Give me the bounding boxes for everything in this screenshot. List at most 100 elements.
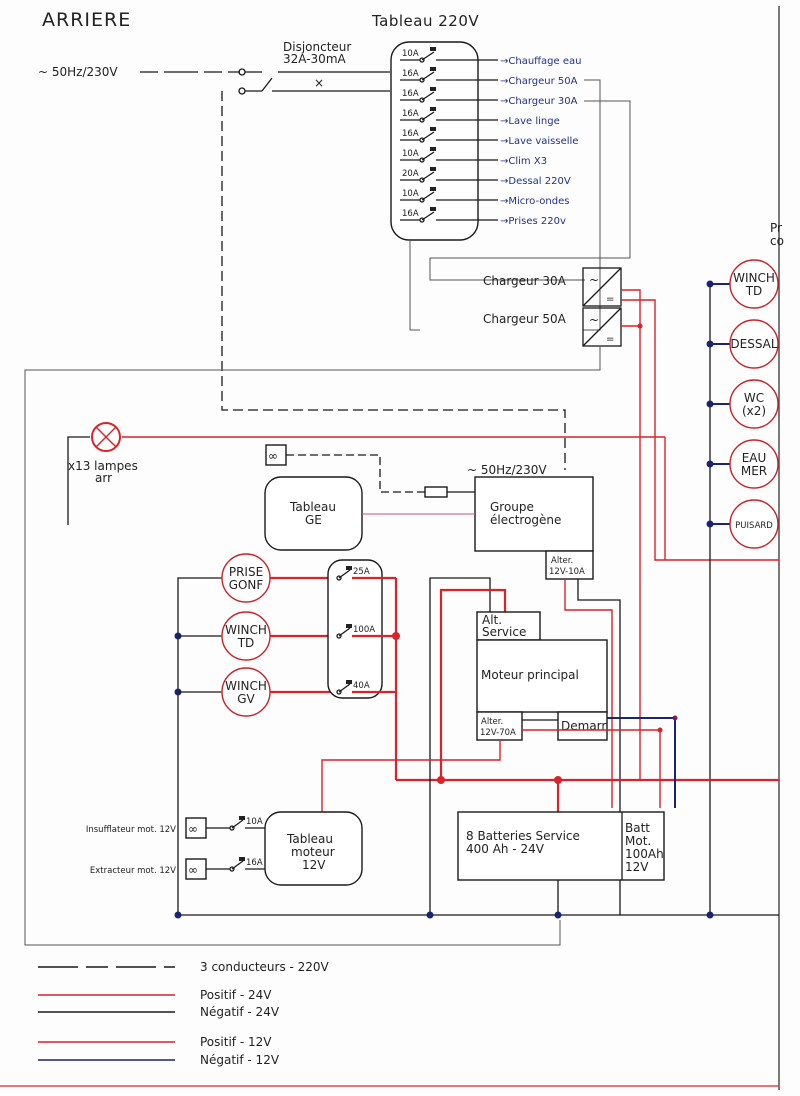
main-engine-label: Moteur principal xyxy=(481,668,579,682)
engine-alt-positive xyxy=(439,588,507,780)
circuit-toggle-icon xyxy=(430,67,436,71)
right-consumer-circle xyxy=(729,259,779,309)
circuit-toggle-icon xyxy=(430,207,436,211)
batteries-service-1: 8 Batteries Service xyxy=(466,829,580,843)
charger-50a-label: Chargeur 50A xyxy=(483,312,567,326)
fan-label: Insufflateur mot. 12V xyxy=(86,825,176,835)
generator-box xyxy=(474,476,594,552)
charger-30a-box xyxy=(582,267,622,307)
engine-panel-2: moteur xyxy=(291,845,335,859)
consumer-junction xyxy=(706,520,714,528)
fan-switch xyxy=(231,860,244,870)
charger-50a-dc-icon: = xyxy=(606,334,614,345)
circuit-label: →Clim X3 xyxy=(500,156,547,167)
circuit-rating: 20A xyxy=(402,169,419,179)
engine-panel-box xyxy=(264,811,363,886)
breaker-contact xyxy=(336,689,342,695)
circuit-switch xyxy=(421,191,435,201)
left-consumer-line1: WINCH xyxy=(225,623,267,637)
legend-label: Positif - 24V xyxy=(200,988,272,1002)
breaker-switch xyxy=(338,683,351,693)
batteries-engine-4: 12V xyxy=(625,860,649,874)
right-consumer-line1: DESSAL xyxy=(730,337,777,351)
batteries-box xyxy=(457,811,665,881)
breaker-rating: 40A xyxy=(353,681,370,691)
breaker-rating: 100A xyxy=(353,625,375,635)
circuit-label: →Prises 220v xyxy=(500,216,566,227)
shore-to-generator-line xyxy=(221,91,566,470)
engine-panel-3: 12V xyxy=(302,858,326,872)
charger-30a-label: Chargeur 30A xyxy=(483,274,567,288)
batteries-engine-1: Batt xyxy=(625,821,650,835)
fan-label: Extracteur mot. 12V xyxy=(90,866,176,876)
circuit-switch xyxy=(421,151,435,161)
charger-50a-ac-icon: ~ xyxy=(589,313,599,327)
right-consumer-circle xyxy=(729,499,779,549)
right-consumer-line2: MER xyxy=(741,464,767,478)
circuit-label: →Chargeur 50A xyxy=(500,76,578,87)
charger-30a-ac-icon: ~ xyxy=(589,273,599,287)
circuit-toggle-icon xyxy=(430,87,436,91)
generator-fan-icon: ∞ xyxy=(268,449,278,463)
circuit-switch xyxy=(421,71,435,81)
circuit-switch xyxy=(421,111,435,121)
circuit-toggle-icon xyxy=(430,187,436,191)
ge-panel-line-1: Tableau xyxy=(289,500,336,514)
right-consumer-line1: PUISARD xyxy=(735,521,773,531)
alt-service-box xyxy=(476,611,541,641)
main-panel-title: Tableau 220V xyxy=(371,12,479,30)
neutral-terminal xyxy=(238,87,246,95)
neg-junction-d xyxy=(174,911,182,919)
legend-label: Négatif - 12V xyxy=(200,1053,280,1067)
neg-junction-c xyxy=(706,911,714,919)
charger-50a-box xyxy=(582,307,622,347)
left-positive-junction xyxy=(392,632,400,640)
charger-30a-dc-icon: = xyxy=(606,294,614,305)
main-engine-box xyxy=(476,639,608,713)
circuit-switch xyxy=(421,51,435,61)
fan-icon: ∞ xyxy=(188,822,198,836)
generator-alternator-box xyxy=(545,550,594,580)
engine-alt-1: Alter. xyxy=(481,717,503,727)
left-consumer-line1: WINCH xyxy=(225,679,267,693)
gen-alt-negative xyxy=(577,579,621,915)
consumer-junction xyxy=(706,340,714,348)
fan-rating: 16A xyxy=(246,858,263,868)
circuit-switch xyxy=(421,91,435,101)
engine-alt-2: 12V-70A xyxy=(480,728,516,738)
right-consumer-line2: (x2) xyxy=(742,404,766,418)
batteries-engine-3: 100Ah xyxy=(625,847,664,861)
breaker-label-1: Disjoncteur xyxy=(283,40,351,54)
starter-negative xyxy=(607,717,676,808)
fan-toggle-icon xyxy=(239,857,245,861)
alt-junction xyxy=(657,727,663,733)
breaker-contact xyxy=(336,633,342,639)
batteries-engine-2: Mot. xyxy=(625,834,651,848)
right-cut-label-2: co xyxy=(770,234,784,248)
batteries-service-2: 400 Ah - 24V xyxy=(466,842,545,856)
starter-box xyxy=(557,711,608,741)
consumer-junction xyxy=(706,280,714,288)
lamps-negative xyxy=(67,436,90,525)
circuit-contact xyxy=(419,217,425,223)
ge-panel-line-2: GE xyxy=(305,513,322,527)
fan-rating: 10A xyxy=(246,817,263,827)
alt-service-1: Alt. xyxy=(482,613,502,627)
right-cut-label-1: Pr xyxy=(770,221,782,235)
starter-label: Demarr xyxy=(561,719,606,733)
starter-junction xyxy=(672,715,678,721)
circuit-label: →Lave linge xyxy=(500,116,560,127)
engine-fans: Insufflateur mot. 12V ∞ 10A Extracteur mot.… xyxy=(86,816,265,880)
lamps-label-2: arr xyxy=(95,471,112,485)
charger-30a-diag xyxy=(582,267,622,307)
left-consumer-line1: PRISE xyxy=(229,565,263,579)
circuit-contact xyxy=(419,77,425,83)
right-consumer-circle xyxy=(729,439,779,489)
left-consumer-line2: GONF xyxy=(229,578,264,592)
generator-fan-line xyxy=(286,454,425,493)
breaker-toggle-icon xyxy=(346,624,352,628)
section-title: ARRIERE xyxy=(42,9,131,31)
